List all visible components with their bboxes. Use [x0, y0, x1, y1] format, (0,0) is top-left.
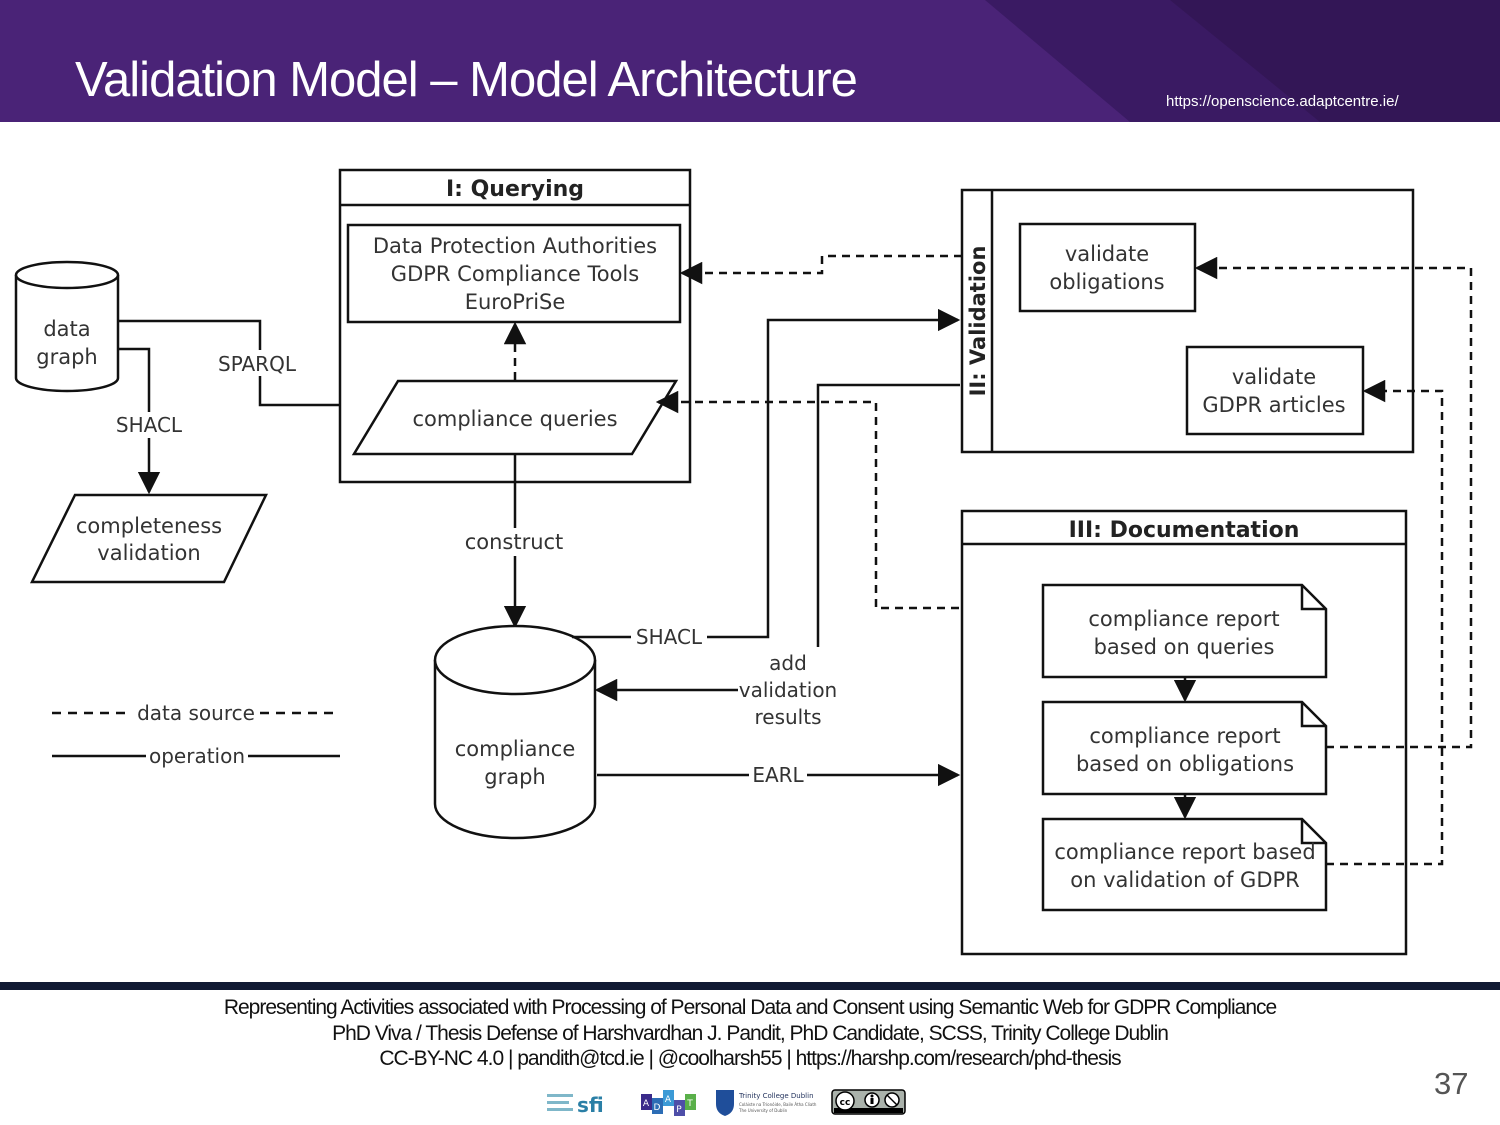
- footer-divider: [0, 982, 1500, 990]
- adapt-letter-5: T: [686, 1099, 693, 1109]
- validation-to-sources-edge: [679, 254, 962, 285]
- documentation-title: III: Documentation: [1069, 518, 1300, 543]
- tcd-logo-name: Trinity College Dublin: [738, 1092, 814, 1100]
- shacl-left-label: SHACL: [116, 413, 183, 437]
- report-queries-label-2: based on queries: [1094, 635, 1275, 659]
- report-obligations-label-2: based on obligations: [1076, 752, 1294, 776]
- completeness-validation-node: completeness validation: [29, 493, 268, 584]
- report-obligations-node: compliance report based on obligations: [1041, 700, 1328, 796]
- earl-label: EARL: [752, 763, 804, 787]
- completeness-label-2: validation: [97, 541, 200, 565]
- validate-gdpr-articles-node: validate GDPR articles: [1185, 345, 1365, 436]
- source-europrise: EuroPriSe: [465, 290, 566, 314]
- data-graph-label-2: graph: [36, 345, 97, 369]
- report-to-queries-edge: [655, 390, 1043, 610]
- validation-title: II: Validation: [966, 246, 990, 397]
- completeness-label-1: completeness: [76, 514, 222, 538]
- adapt-letter-2: D: [654, 1103, 661, 1113]
- adapt-letter-3: A: [665, 1095, 672, 1105]
- compliance-graph-label-1: compliance: [455, 737, 576, 761]
- report-gdpr-label-1: compliance report based: [1054, 840, 1315, 864]
- compliance-graph-cylinder: compliance graph: [433, 624, 597, 840]
- report-queries-label-1: compliance report: [1088, 607, 1279, 631]
- footer-line-1: Representing Activities associated with …: [223, 996, 1277, 1019]
- footer-line-2: PhD Viva / Thesis Defense of Harshvardha…: [332, 1022, 1169, 1045]
- sfi-logo: sfi: [547, 1093, 604, 1117]
- sparql-label: SPARQL: [218, 352, 297, 376]
- title-bar: Validation Model – Model Architecture ht…: [0, 0, 1500, 122]
- header-url: https://openscience.adaptcentre.ie/: [1166, 93, 1399, 110]
- compliance-graph-label-2: graph: [484, 765, 545, 789]
- shacl-graph-label: SHACL: [636, 625, 703, 649]
- data-graph-cylinder: data graph: [14, 260, 120, 393]
- adapt-letter-4: P: [676, 1105, 682, 1115]
- legend-data-source: data source: [137, 701, 255, 725]
- slide-title: Validation Model – Model Architecture: [75, 53, 858, 107]
- report-gdpr-to-validate-edge: [1326, 379, 1444, 866]
- compliance-queries-label: compliance queries: [412, 407, 617, 431]
- sfi-logo-text: sfi: [577, 1093, 604, 1117]
- add-results-label-3: results: [754, 705, 821, 729]
- adapt-letter-1: A: [643, 1099, 650, 1109]
- legend: data source operation: [52, 700, 340, 769]
- slide-number: 37: [1434, 1066, 1469, 1101]
- report-gdpr-node: compliance report based on validation of…: [1041, 817, 1328, 912]
- report-gdpr-label-2: on validation of GDPR: [1070, 868, 1300, 892]
- tcd-logo-sub1: Coláiste na Tríonóide, Baile Átha Cliath: [739, 1102, 817, 1107]
- data-graph-label-1: data: [43, 317, 90, 341]
- shacl-left-edge: [118, 347, 161, 495]
- architecture-diagram: data graph SPARQL SHACL completeness val…: [14, 168, 1473, 956]
- validate-gdpr-label-2: GDPR articles: [1202, 393, 1345, 417]
- source-gdpr-tools: GDPR Compliance Tools: [391, 262, 639, 286]
- data-sources-box: Data Protection Authorities GDPR Complia…: [346, 223, 682, 324]
- construct-label: construct: [465, 530, 564, 554]
- footer-line-3: CC-BY-NC 4.0 | pandith@tcd.ie | @coolhar…: [379, 1047, 1121, 1070]
- report-queries-node: compliance report based on queries: [1041, 583, 1328, 679]
- compliance-queries-node: compliance queries: [351, 379, 679, 456]
- tcd-logo-sub2: The University of Dublin: [738, 1108, 788, 1113]
- validate-gdpr-label-1: validate: [1232, 365, 1316, 389]
- add-results-label-1: add: [769, 651, 807, 675]
- validate-obligations-label-2: obligations: [1049, 270, 1164, 294]
- source-dpa: Data Protection Authorities: [373, 234, 657, 258]
- cc-logo-text: cc: [840, 1098, 851, 1108]
- add-results-label-2: validation: [739, 678, 837, 702]
- add-results-edge: [594, 383, 960, 702]
- report-obligations-to-validate-edge: [1194, 256, 1473, 749]
- cc-license-logo: cc: [831, 1089, 906, 1115]
- querying-title: I: Querying: [446, 177, 584, 202]
- validate-obligations-node: validate obligations: [1018, 222, 1197, 313]
- validate-obligations-label-1: validate: [1065, 242, 1149, 266]
- adapt-logo: A D A P T: [641, 1090, 696, 1116]
- title-bar-decoration: [985, 0, 1500, 122]
- legend-operation: operation: [149, 744, 245, 768]
- tcd-logo: Trinity College Dublin Coláiste na Tríon…: [716, 1090, 817, 1116]
- report-obligations-label-1: compliance report: [1089, 724, 1280, 748]
